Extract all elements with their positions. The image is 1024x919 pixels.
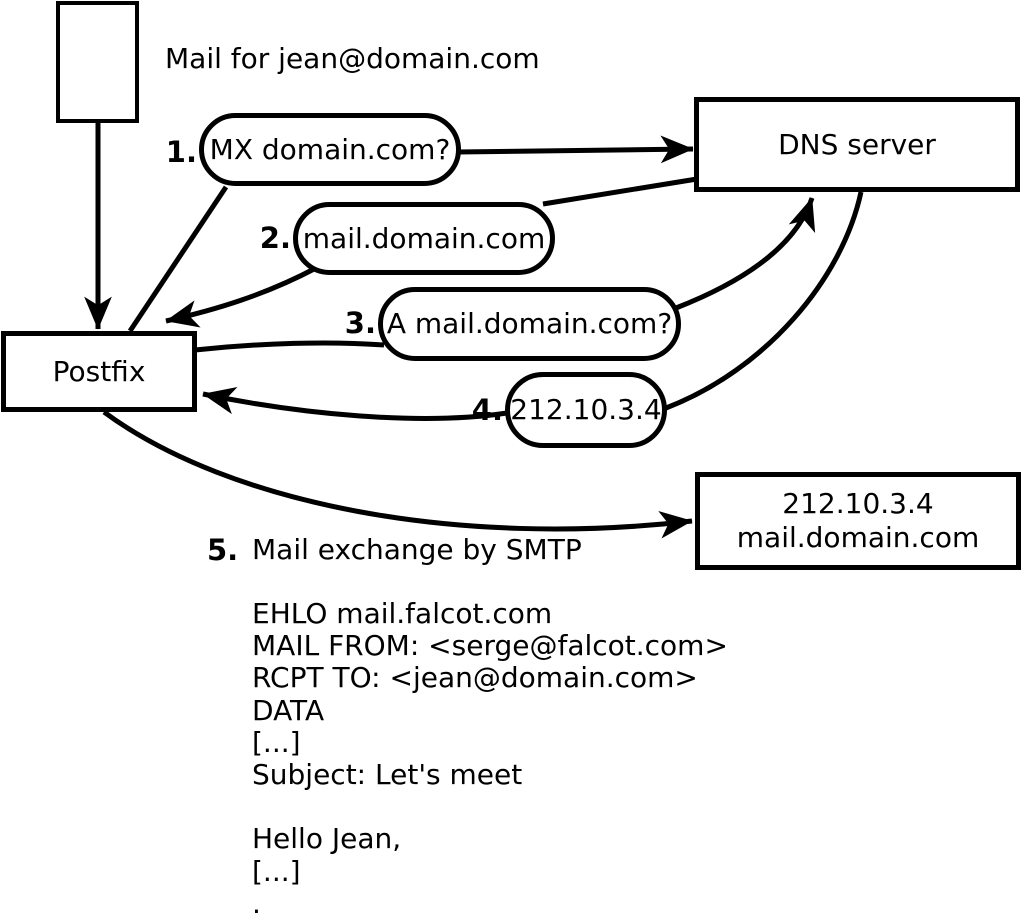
answer-pill-mx: mail.domain.com [293, 202, 555, 275]
step-5-number: 5. [207, 533, 239, 567]
smtp-line: EHLO mail.falcot.com [252, 597, 553, 630]
smtp-line: Hello Jean, [252, 822, 402, 856]
smtp-line: [...] [252, 854, 301, 888]
query-pill-mx: MX domain.com? [199, 113, 461, 186]
mail-envelope-icon [56, 1, 139, 123]
smtp-line: MAIL FROM: <serge@falcot.com> [252, 629, 728, 663]
answer-pill-ip-label: 212.10.3.4 [510, 393, 662, 427]
step-5-label: Mail exchange by SMTP [252, 533, 582, 566]
line-postfix-to-query3 [194, 340, 385, 353]
node-mail-server: 212.10.3.4 mail.domain.com [695, 472, 1021, 570]
arrow-postfix-to-mailserver [102, 409, 693, 539]
step-1-number: 1. [165, 135, 197, 169]
smtp-line: . [252, 886, 261, 919]
smtp-line: [...] [252, 725, 301, 759]
query-pill-a-label: A mail.domain.com? [386, 307, 673, 341]
node-mail-server-hostname: mail.domain.com [736, 521, 980, 554]
line-dns-to-answer4 [665, 191, 864, 411]
arrow-answer4-to-postfix [202, 386, 508, 421]
node-dns-server: DNS server [694, 97, 1020, 192]
answer-pill-mx-label: mail.domain.com [302, 221, 546, 255]
smtp-line: DATA [252, 693, 325, 727]
smtp-line: Subject: Let's meet [252, 757, 523, 791]
smtp-line: RCPT TO: <jean@domain.com> [252, 661, 698, 695]
node-dns-server-label: DNS server [778, 127, 936, 161]
step-3-number: 3. [344, 306, 376, 340]
smtp-line [252, 790, 728, 822]
answer-pill-ip: 212.10.3.4 [505, 372, 667, 448]
line-postfix-to-query1 [127, 185, 229, 333]
node-mail-server-ip: 212.10.3.4 [782, 487, 934, 520]
query-pill-mx-label: MX domain.com? [209, 132, 451, 166]
mail-note: Mail for jean@domain.com [165, 42, 540, 75]
smtp-transcript: EHLO mail.falcot.com MAIL FROM: <serge@f… [252, 597, 728, 919]
arrow-answer2-to-postfix [165, 265, 318, 328]
arrow-query1-to-dns [457, 135, 694, 164]
line-dns-to-answer2 [542, 176, 698, 207]
node-postfix: Postfix [1, 331, 197, 412]
step-4-number: 4. [471, 393, 503, 427]
step-2-number: 2. [259, 221, 291, 255]
node-postfix-label: Postfix [52, 354, 146, 388]
query-pill-a: A mail.domain.com? [378, 287, 681, 361]
arrow-query3-to-dns [675, 197, 816, 311]
